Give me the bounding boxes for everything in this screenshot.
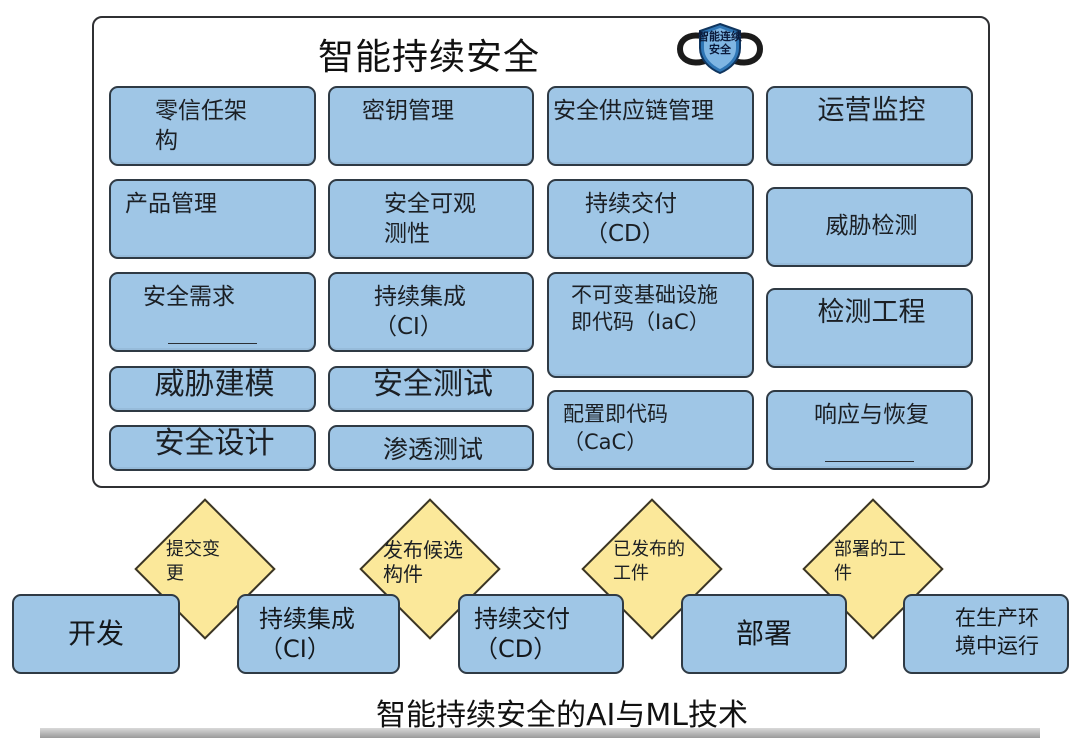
box-cac: 配置即代码（CaC） — [547, 390, 754, 470]
box-label: 不可变基础设施即代码（IaC） — [571, 283, 718, 334]
box-label: 响应与恢复 — [814, 402, 929, 428]
gate-label: 提交变更 — [166, 539, 220, 584]
box-security-testing: 安全测试 — [328, 366, 534, 412]
badge-label: 智能连续安全 — [698, 30, 742, 56]
box-zero-trust: 零信任架构 — [109, 86, 316, 166]
flow-step-cd: 持续交付（CD） — [458, 594, 624, 674]
flow-step-production: 在生产环境中运行 — [903, 594, 1069, 674]
page-title: 智能持续安全 — [318, 37, 541, 78]
flow-step-develop: 开发 — [12, 594, 180, 674]
underline — [824, 461, 915, 462]
box-supply-chain: 安全供应链管理 — [547, 86, 754, 166]
box-label: 安全可观测性 — [384, 191, 476, 247]
box-label: 检测工程 — [817, 297, 926, 328]
box-label: 零信任架构 — [155, 98, 247, 154]
box-label: 渗透测试 — [382, 435, 483, 464]
bottom-divider — [40, 728, 1040, 738]
box-label: 威胁检测 — [825, 213, 918, 239]
step-label: 在生产环境中运行 — [955, 606, 1039, 658]
flow-step-deploy: 部署 — [681, 594, 847, 674]
box-threat-modeling: 威胁建模 — [109, 366, 316, 412]
gate-label: 部署的工件 — [834, 539, 906, 584]
step-label: 开发 — [67, 617, 124, 650]
box-threat-detection: 威胁检测 — [766, 187, 973, 267]
box-label: 安全设计 — [154, 426, 275, 461]
box-iac: 不可变基础设施即代码（IaC） — [547, 272, 754, 378]
box-response-recovery: 响应与恢复 — [766, 390, 973, 470]
step-label: 持续交付（CD） — [474, 605, 570, 663]
box-label: 产品管理 — [125, 191, 217, 217]
box-label: 密钥管理 — [362, 98, 454, 124]
box-security-requirements: 安全需求 — [109, 272, 316, 352]
box-product-management: 产品管理 — [109, 179, 316, 259]
box-detection-engineering: 检测工程 — [766, 288, 973, 368]
box-penetration-testing: 渗透测试 — [328, 425, 534, 471]
box-label: 运营监控 — [817, 95, 926, 126]
box-label: 威胁建模 — [154, 367, 275, 402]
box-label: 持续交付（CD） — [585, 191, 677, 247]
box-label: 持续集成（CI） — [374, 284, 466, 340]
box-security-design: 安全设计 — [109, 425, 316, 471]
box-operations-monitoring: 运营监控 — [766, 86, 973, 166]
figure-caption: 智能持续安全的AI与ML技术 — [376, 698, 748, 733]
shield-infinity-icon: 智能连续安全 — [672, 22, 768, 76]
gate-diamond: 已发布的工件 — [577, 494, 727, 644]
underline — [167, 343, 258, 344]
flow-step-ci: 持续集成（CI） — [237, 594, 400, 674]
box-key-management: 密钥管理 — [328, 86, 534, 166]
gate-diamond: 部署的工件 — [798, 494, 948, 644]
step-label: 部署 — [735, 617, 792, 650]
gate-label: 发布候选构件 — [383, 538, 463, 586]
gate-label: 已发布的工件 — [613, 539, 685, 584]
gate-diamond: 提交变更 — [130, 494, 280, 644]
step-label: 持续集成（CI） — [259, 605, 355, 663]
box-label: 安全供应链管理 — [553, 98, 714, 124]
box-security-observability: 安全可观测性 — [328, 179, 534, 259]
box-continuous-integration: 持续集成（CI） — [328, 272, 534, 352]
box-continuous-delivery: 持续交付（CD） — [547, 179, 754, 259]
box-label: 安全需求 — [143, 284, 235, 310]
gate-diamond: 发布候选构件 — [355, 494, 505, 644]
box-label: 配置即代码（CaC） — [563, 402, 668, 454]
box-label: 安全测试 — [373, 367, 493, 402]
